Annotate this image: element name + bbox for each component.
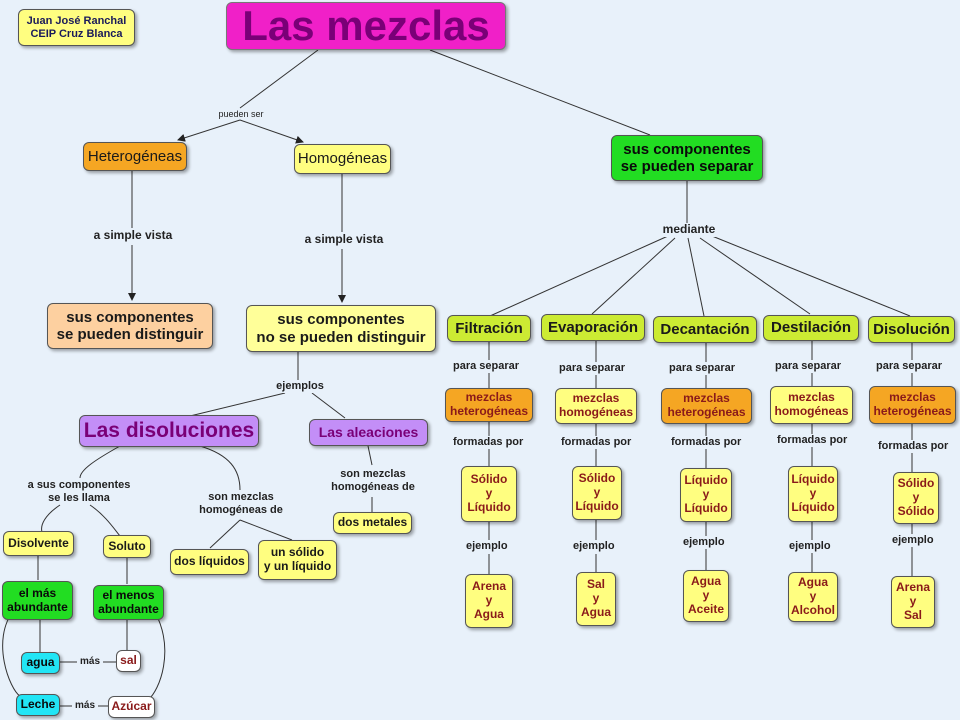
author-box: Juan José Ranchal CEIP Cruz Blanca bbox=[18, 9, 135, 46]
label-mas-2: más bbox=[72, 700, 98, 712]
label-para-separar: para separar bbox=[452, 360, 530, 373]
method-mixture-type: mezclas heterogéneas bbox=[661, 388, 752, 424]
label-ejemplo: ejemplo bbox=[682, 536, 760, 549]
method-name: Decantación bbox=[653, 316, 757, 343]
node-disolvente: Disolvente bbox=[3, 531, 74, 556]
node-homogeneas: Homogéneas bbox=[294, 144, 391, 174]
method-name: Disolución bbox=[868, 316, 955, 343]
node-dos-metales: dos metales bbox=[333, 512, 412, 534]
label-para-separar: para separar bbox=[668, 362, 746, 375]
label-formadas-por: formadas por bbox=[877, 440, 955, 453]
method-example: Agua y Aceite bbox=[683, 570, 729, 622]
node-azucar: Azúcar bbox=[108, 696, 155, 718]
label-a-sus-componentes: a sus componentes se les llama bbox=[22, 479, 136, 505]
label-formadas-por: formadas por bbox=[560, 436, 638, 449]
author-school: CEIP Cruz Blanca bbox=[30, 27, 123, 40]
node-solido-liquido: un sólido y un líquido bbox=[258, 540, 337, 580]
node-leche: Leche bbox=[16, 694, 60, 716]
label-a-simple-vista-1: a simple vista bbox=[85, 228, 181, 243]
method-name: Destilación bbox=[763, 315, 859, 341]
node-sal: sal bbox=[116, 650, 141, 672]
label-a-simple-vista-2: a simple vista bbox=[296, 232, 392, 247]
method-example: Arena y Sal bbox=[891, 576, 935, 628]
node-sus-componentes-separar: sus componentes se pueden separar bbox=[611, 135, 763, 181]
node-el-menos-abundante: el menos abundante bbox=[93, 585, 164, 620]
label-para-separar: para separar bbox=[774, 360, 852, 373]
page-title: Las mezclas bbox=[226, 2, 506, 50]
node-no-se-pueden-distinguir: sus componentes no se pueden distinguir bbox=[246, 305, 436, 352]
method-mixture-type: mezclas homogéneas bbox=[770, 386, 853, 424]
method-name: Filtración bbox=[447, 315, 531, 342]
node-agua: agua bbox=[21, 652, 60, 674]
method-example: Agua y Alcohol bbox=[788, 572, 838, 622]
label-son-mezclas-2: son mezclas homogéneas de bbox=[326, 468, 420, 494]
node-se-pueden-distinguir: sus componentes se pueden distinguir bbox=[47, 303, 213, 349]
label-ejemplo: ejemplo bbox=[465, 540, 543, 553]
method-components: Líquido y Líquido bbox=[680, 468, 732, 522]
method-components: Sólido y Sólido bbox=[893, 472, 939, 524]
label-ejemplo: ejemplo bbox=[572, 540, 650, 553]
label-formadas-por: formadas por bbox=[452, 436, 530, 449]
node-las-aleaciones: Las aleaciones bbox=[309, 419, 428, 446]
label-pueden-ser: pueden ser bbox=[214, 109, 268, 120]
method-components: Sólido y Líquido bbox=[572, 466, 622, 520]
method-mixture-type: mezclas heterogéneas bbox=[869, 386, 956, 424]
method-components: Líquido y Líquido bbox=[788, 466, 838, 522]
label-formadas-por: formadas por bbox=[776, 434, 854, 447]
label-mediante: mediante bbox=[655, 222, 723, 237]
node-soluto: Soluto bbox=[103, 535, 151, 558]
node-las-disoluciones: Las disoluciones bbox=[79, 415, 259, 447]
label-son-mezclas-1: son mezclas homogéneas de bbox=[194, 491, 288, 517]
method-name: Evaporación bbox=[541, 314, 645, 341]
node-el-mas-abundante: el más abundante bbox=[2, 581, 73, 620]
label-ejemplos: ejemplos bbox=[272, 380, 328, 393]
method-example: Sal y Agua bbox=[576, 572, 616, 626]
method-mixture-type: mezclas heterogéneas bbox=[445, 388, 533, 422]
author-name: Juan José Ranchal bbox=[26, 14, 127, 27]
method-example: Arena y Agua bbox=[465, 574, 513, 628]
label-ejemplo: ejemplo bbox=[891, 534, 960, 547]
label-mas-1: más bbox=[77, 656, 103, 668]
label-para-separar: para separar bbox=[558, 362, 636, 375]
method-components: Sólido y Líquido bbox=[461, 466, 517, 522]
label-formadas-por: formadas por bbox=[670, 436, 748, 449]
node-heterogeneas: Heterogéneas bbox=[83, 142, 187, 171]
method-mixture-type: mezclas homogéneas bbox=[555, 388, 637, 424]
label-ejemplo: ejemplo bbox=[788, 540, 866, 553]
node-dos-liquidos: dos líquidos bbox=[170, 549, 249, 575]
label-para-separar: para separar bbox=[875, 360, 953, 373]
